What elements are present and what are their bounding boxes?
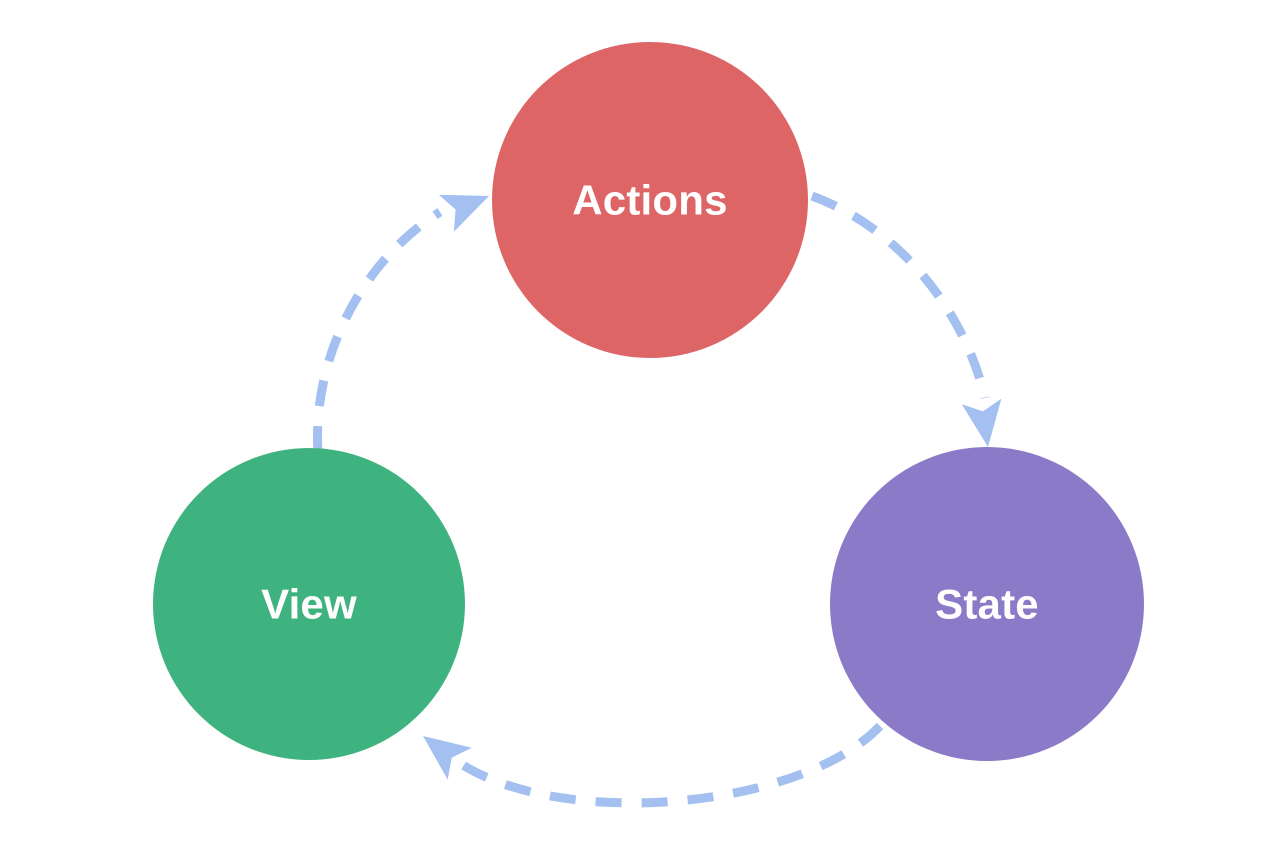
node-state-circle[interactable] [830,447,1144,761]
node-actions[interactable]: Actions [492,42,808,358]
node-actions-circle[interactable] [492,42,808,358]
edge-actions-to-state-line [810,191,990,400]
node-state[interactable]: State [830,447,1144,761]
node-actions-label: Actions [572,177,727,224]
node-view-circle[interactable] [153,448,465,760]
edge-layer [312,191,1002,808]
edge-state-to-view-line [455,722,884,808]
edge-state-to-view [423,722,884,808]
edge-actions-to-state [810,191,1002,447]
edge-state-to-view-arrowhead [423,736,472,780]
node-layer: Actions View State [153,42,1144,761]
edge-view-to-actions-arrowhead [438,194,489,232]
edge-view-to-actions [312,194,489,453]
node-view-label: View [261,581,357,628]
node-state-label: State [935,581,1039,628]
edge-actions-to-state-arrowhead [961,398,1002,447]
node-view[interactable]: View [153,448,465,760]
edge-view-to-actions-line [312,208,443,453]
